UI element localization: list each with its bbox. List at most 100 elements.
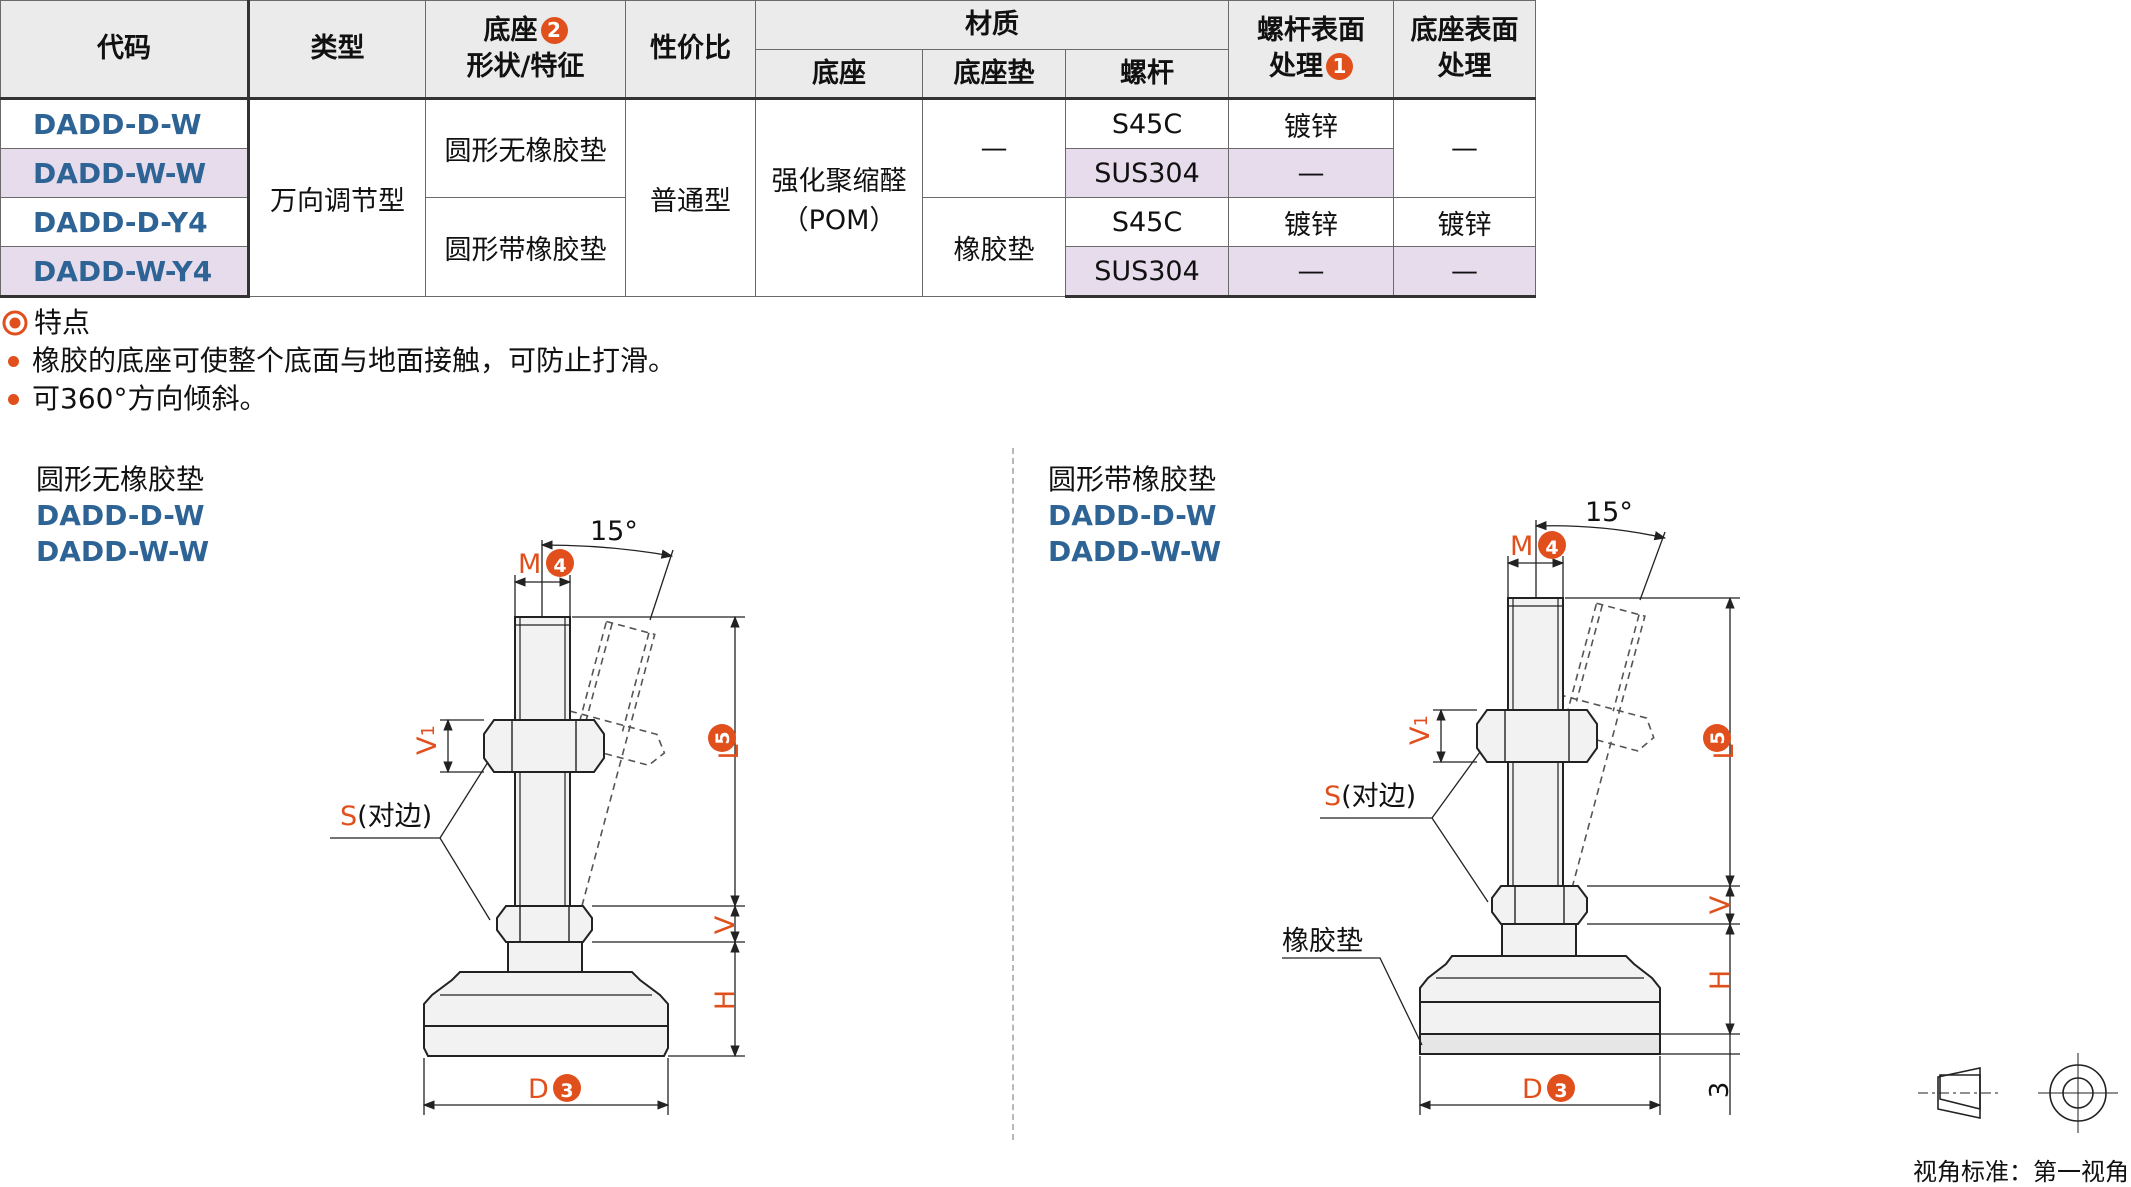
header-material-base: 底座 (755, 49, 923, 100)
note-badge-1: 1 (1326, 53, 1354, 80)
left-l-badge-icon (708, 724, 736, 752)
note-badge-2: 2 (540, 17, 568, 44)
header-base-shape-line2: 形状/特征 (466, 51, 585, 82)
code-cell: DADD-W-W (0, 148, 250, 198)
right-upper-nut (1476, 709, 1598, 763)
right-d-label: D (1522, 1074, 1543, 1105)
right-drawing-code: DADD-D-W (1048, 499, 1217, 532)
base-material-line1: 强化聚缩醛 (771, 166, 907, 197)
header-material: 材质 (754, 0, 1230, 50)
screw-material-cell: S45C (1064, 98, 1230, 149)
right-base-rim (1419, 1001, 1661, 1035)
screw-material-cell: SUS304 (1064, 148, 1230, 198)
screw-surface-cell: 镀锌 (1228, 197, 1395, 247)
left-leveling-foot-drawing (423, 616, 669, 1057)
header-base-surface-line2: 处理 (1437, 51, 1492, 82)
right-angle-label: 15° (1585, 497, 1633, 528)
left-drawing-code: DADD-D-W (36, 499, 205, 532)
left-dimension-labels: M 4 15° L 5 V H V1 S(对边) D 3 (340, 516, 745, 1105)
right-d-badge: 3 (1554, 1080, 1567, 1102)
right-l-badge-icon (1703, 724, 1731, 752)
left-l-badge: 5 (712, 731, 734, 744)
left-v1-label: V1 (412, 725, 443, 755)
type-cell: 万向调节型 (248, 98, 426, 297)
left-dimensions (330, 540, 745, 1115)
base-surface-cell: — (1393, 98, 1537, 198)
left-drawing-caption: 圆形无橡胶垫 DADD-D-W DADD-W-W (36, 462, 209, 570)
left-neck (507, 941, 583, 973)
right-leveling-foot-drawing (1419, 597, 1661, 1055)
right-dimension-labels: M 4 15° L 5 V H 3 V1 S(对边) 橡胶垫 D 3 (1282, 497, 1740, 1105)
right-rubber-pad (1419, 1033, 1661, 1055)
header-base-surface-line1: 底座表面 (1410, 15, 1519, 46)
left-s-label: S(对边) (340, 801, 432, 832)
base-surface-cell: 镀锌 (1393, 197, 1537, 247)
code-cell: DADD-W-Y4 (0, 246, 250, 298)
drawing-divider (1012, 448, 1014, 1140)
right-m-label: M (1510, 531, 1533, 562)
code-cell: DADD-D-W (0, 98, 250, 149)
left-h-label: H (710, 990, 741, 1010)
left-d-badge-icon (553, 1074, 581, 1102)
left-m-label: M (518, 549, 541, 580)
table-row: DADD-W-Y4 SUS304 — — (0, 246, 1537, 298)
table-row: DADD-D-W 万向调节型 圆形无橡胶垫 普通型 强化聚缩醛 （POM） — … (0, 98, 1537, 297)
left-d-badge: 3 (560, 1080, 573, 1102)
feature-item: 可360°方向倾斜。 (0, 380, 676, 418)
right-m-badge: 4 (1545, 537, 1558, 559)
left-m-badge: 4 (553, 555, 566, 577)
right-drawing-title: 圆形带橡胶垫 (1048, 463, 1217, 496)
right-base (1419, 955, 1661, 1003)
shape-no-pad-cell: 圆形无橡胶垫 (425, 98, 626, 198)
bullet-icon (8, 393, 19, 405)
feature-text: 橡胶的底座可使整个底面与地面接触，可防止打滑。 (32, 344, 677, 377)
bullet-icon (8, 355, 19, 367)
features-section: 特点 橡胶的底座可使整个底面与地面接触，可防止打滑。 可360°方向倾斜。 (0, 304, 676, 418)
shape-with-pad-cell: 圆形带橡胶垫 (425, 197, 626, 297)
screw-surface-cell: — (1228, 246, 1395, 298)
right-drawing-code: DADD-W-W (1048, 535, 1222, 568)
left-drawing-code: DADD-W-W (36, 535, 210, 568)
right-lower-nut (1491, 885, 1588, 925)
right-l-badge: 5 (1707, 731, 1729, 744)
header-material-screw: 螺杆 (1064, 49, 1230, 100)
header-base-shape-line1: 底座 (483, 15, 538, 46)
table-row: DADD-D-Y4 圆形带橡胶垫 橡胶垫 S45C 镀锌 镀锌 (0, 197, 1537, 297)
feature-text: 可360°方向倾斜。 (32, 382, 268, 415)
header-cost: 性价比 (625, 0, 756, 100)
left-angle-label: 15° (590, 516, 638, 547)
header-material-pad: 底座垫 (922, 49, 1066, 100)
right-d-badge-icon (1547, 1074, 1575, 1102)
base-surface-cell: — (1393, 246, 1537, 298)
left-m-badge-icon (546, 549, 574, 577)
pad-none-cell: — (922, 98, 1066, 198)
right-v1-label: V1 (1405, 715, 1436, 745)
code-cell: DADD-D-Y4 (0, 197, 250, 247)
feature-item: 橡胶的底座可使整个底面与地面接触，可防止打滑。 (0, 342, 676, 380)
right-pad-thickness-label: 3 (1705, 1082, 1735, 1099)
header-screw-surface-line1: 螺杆表面 (1257, 15, 1366, 46)
screw-surface-cell: 镀锌 (1228, 98, 1395, 149)
table-row: DADD-W-W SUS304 — (0, 148, 1536, 198)
left-upper-nut (483, 719, 605, 773)
target-icon (2, 310, 28, 336)
header-base-surface: 底座表面 处理 (1393, 0, 1537, 100)
screw-material-cell: S45C (1064, 197, 1230, 247)
screw-material-cell: SUS304 (1064, 246, 1230, 298)
right-s-label: S(对边) (1324, 781, 1416, 812)
header-code: 代码 (0, 0, 250, 100)
left-base (423, 971, 669, 1027)
first-angle-projection-icon (1918, 1053, 2118, 1133)
right-v-label: V (1705, 895, 1736, 914)
right-drawing-caption: 圆形带橡胶垫 DADD-D-W DADD-W-W (1048, 462, 1221, 570)
right-h-label: H (1705, 970, 1736, 990)
right-pad-label: 橡胶垫 (1282, 926, 1363, 957)
base-material-line2: （POM） (781, 205, 897, 236)
features-title: 特点 (0, 304, 676, 342)
features-title-text: 特点 (34, 306, 91, 339)
right-neck (1501, 923, 1577, 957)
